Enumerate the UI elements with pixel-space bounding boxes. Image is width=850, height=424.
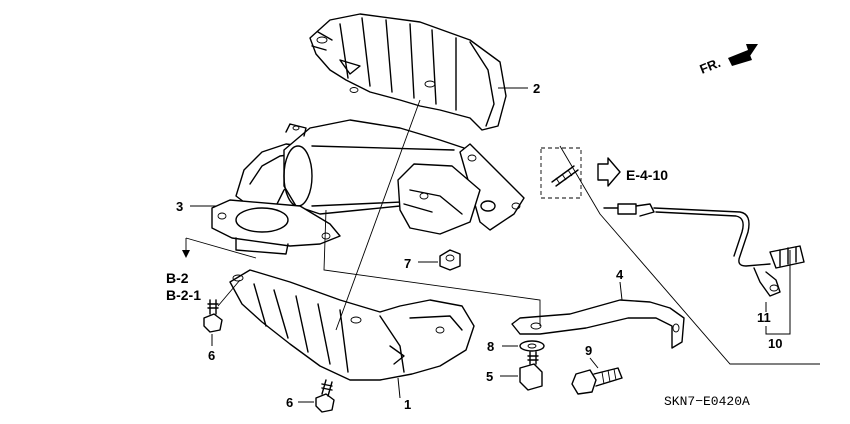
- bolt-6-upper: [203, 299, 223, 333]
- reference-arrow-icon: [597, 157, 621, 187]
- front-arrow-icon: [728, 44, 758, 66]
- stud-bolt-detail: [540, 147, 582, 199]
- flange-bolt-9: [571, 367, 623, 395]
- flange-bolt-5: [519, 351, 543, 391]
- washer-8: [519, 340, 545, 352]
- bolt-6-lower: [315, 379, 335, 413]
- oxygen-sensor: [603, 203, 805, 297]
- leader-line-10: [765, 250, 791, 335]
- callout-8: 8: [487, 339, 494, 354]
- front-direction-indicator: FR.: [698, 44, 758, 77]
- leader-line-9: [589, 357, 599, 369]
- upper-heat-shield: [309, 13, 507, 131]
- callout-2: 2: [533, 81, 540, 96]
- callout-5: 5: [486, 369, 493, 384]
- section-boundary-line: [559, 145, 820, 365]
- b2-reference-line: [185, 237, 257, 259]
- callout-11: 11: [757, 310, 771, 325]
- ref-label-b2[interactable]: B-2: [166, 270, 189, 286]
- callout-6-lower: 6: [286, 395, 293, 410]
- callout-6-upper: 6: [208, 348, 215, 363]
- drawing-code: SKN7−E0420A: [664, 394, 750, 409]
- leader-line-1: [397, 377, 401, 399]
- alignment-line-shield: [335, 99, 421, 331]
- alignment-line-bolt: [217, 279, 241, 307]
- ref-label-e4-10[interactable]: E-4-10: [626, 167, 668, 183]
- lower-heat-shield: [229, 269, 475, 381]
- leader-line-4: [619, 281, 623, 301]
- ref-label-b2-1[interactable]: B-2-1: [166, 287, 201, 303]
- callout-3: 3: [176, 199, 183, 214]
- callout-4: 4: [616, 267, 624, 282]
- alignment-line-bracket: [323, 209, 541, 326]
- b2-arrow-icon: [182, 250, 190, 258]
- front-direction-label: FR.: [698, 55, 723, 77]
- converter-bracket: [511, 299, 685, 349]
- callout-7: 7: [404, 256, 411, 271]
- callout-1: 1: [404, 397, 411, 412]
- self-locking-nut-7: [439, 249, 461, 271]
- callout-10: 10: [768, 336, 782, 351]
- callout-9: 9: [585, 343, 592, 358]
- catalytic-converter-assembly: [211, 119, 525, 255]
